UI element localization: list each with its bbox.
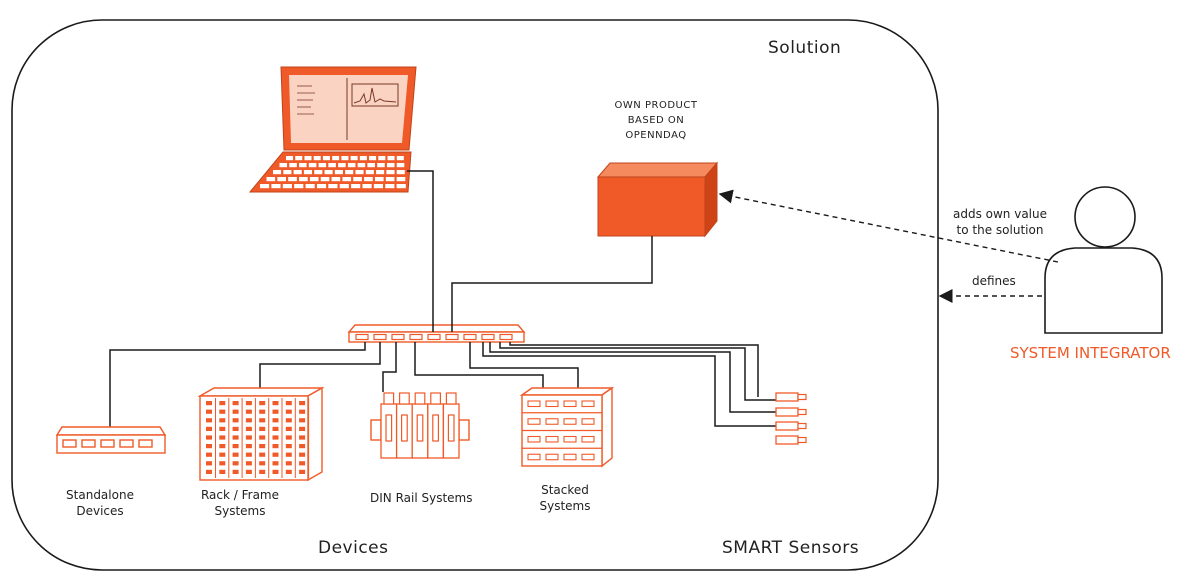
own-product-line1: OWN PRODUCT bbox=[614, 100, 698, 111]
rack-connection bbox=[259, 342, 381, 388]
devices-group-label: Devices bbox=[318, 538, 389, 558]
din-connection-1 bbox=[382, 342, 397, 392]
sensor-connection-2 bbox=[489, 342, 776, 413]
solution-label: Solution bbox=[768, 38, 842, 58]
stacked-line2: Systems bbox=[539, 499, 591, 513]
integrator-arrows bbox=[718, 189, 1059, 303]
adds-value-line2: to the solution bbox=[956, 223, 1044, 237]
adds-value-line1: adds own value bbox=[952, 207, 1047, 221]
stacked-systems-icon bbox=[519, 386, 615, 468]
sensor-connection-1 bbox=[482, 342, 776, 427]
standalone-connection bbox=[109, 342, 366, 427]
own-product-line2: BASED ON bbox=[627, 115, 685, 126]
sensor-connection-3 bbox=[499, 342, 776, 401]
smart-sensors-group-label: SMART Sensors bbox=[722, 538, 860, 558]
sensor-connection-4 bbox=[509, 342, 759, 397]
rack-frame-label: Rack / Frame Systems bbox=[185, 487, 295, 519]
own-product-connection bbox=[451, 236, 653, 332]
stacked-line1: Stacked bbox=[541, 483, 589, 497]
network-switch-icon bbox=[347, 324, 526, 343]
defines-label: defines bbox=[972, 274, 1016, 288]
din-rail-label: DIN Rail Systems bbox=[370, 491, 473, 505]
system-integrator-label: SYSTEM INTEGRATOR bbox=[1010, 344, 1171, 362]
din-connection-2 bbox=[414, 342, 544, 388]
adds-value-label: adds own value to the solution bbox=[940, 206, 1060, 238]
laptop-connection bbox=[407, 170, 434, 332]
smart-sensors-icon bbox=[775, 392, 807, 445]
adds-value-arrow bbox=[718, 189, 1059, 263]
standalone-devices-label: Standalone Devices bbox=[50, 487, 150, 519]
own-product-box-icon bbox=[596, 161, 719, 238]
laptop-icon bbox=[248, 66, 417, 193]
system-integrator-person-icon bbox=[1044, 186, 1163, 334]
standalone-line2: Devices bbox=[76, 504, 124, 518]
solution-boundary bbox=[11, 19, 939, 571]
rack-line2: Systems bbox=[214, 504, 266, 518]
standalone-line1: Standalone bbox=[66, 488, 134, 502]
rack-frame-icon bbox=[197, 386, 325, 482]
din-rail-icon bbox=[370, 392, 470, 459]
connections bbox=[109, 170, 776, 427]
own-product-line3: OPENNDAQ bbox=[625, 130, 687, 141]
stacked-connection bbox=[469, 342, 579, 392]
standalone-device-icon bbox=[55, 426, 167, 454]
stacked-systems-label: Stacked Systems bbox=[525, 482, 605, 514]
rack-line1: Rack / Frame bbox=[200, 488, 280, 502]
own-product-label: OWN PRODUCT BASED ON OPENNDAQ bbox=[596, 98, 716, 143]
